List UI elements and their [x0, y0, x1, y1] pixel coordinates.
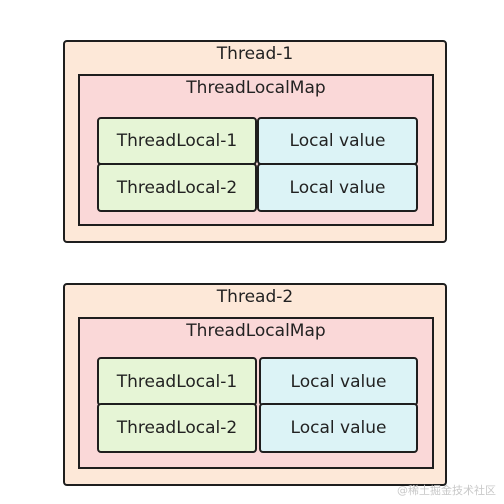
thread-2-value-1: Local value — [259, 357, 418, 406]
thread-1-key-1: ThreadLocal-1 — [97, 117, 257, 165]
thread-1-value-1: Local value — [257, 117, 418, 165]
thread-1-map-title: ThreadLocalMap — [186, 78, 326, 98]
thread-2-box: Thread-2 ThreadLocalMap ThreadLocal-1 Lo… — [63, 283, 447, 486]
thread-2-key-2: ThreadLocal-2 — [97, 403, 257, 453]
thread-1-key-2: ThreadLocal-2 — [97, 163, 257, 212]
thread-2-key-1: ThreadLocal-1 — [97, 357, 257, 406]
thread-1-threadlocalmap: ThreadLocalMap ThreadLocal-1 Local value… — [78, 74, 434, 226]
thread-2-title: Thread-2 — [216, 287, 294, 307]
thread-1-value-2: Local value — [257, 163, 418, 212]
thread-1-title: Thread-1 — [216, 44, 294, 64]
thread-2-map-title: ThreadLocalMap — [186, 321, 326, 341]
thread-1-box: Thread-1 ThreadLocalMap ThreadLocal-1 Lo… — [63, 40, 447, 243]
thread-2-threadlocalmap: ThreadLocalMap ThreadLocal-1 Local value… — [78, 317, 434, 469]
thread-2-value-2: Local value — [259, 403, 418, 453]
watermark: @稀土掘金技术社区 — [397, 484, 496, 497]
